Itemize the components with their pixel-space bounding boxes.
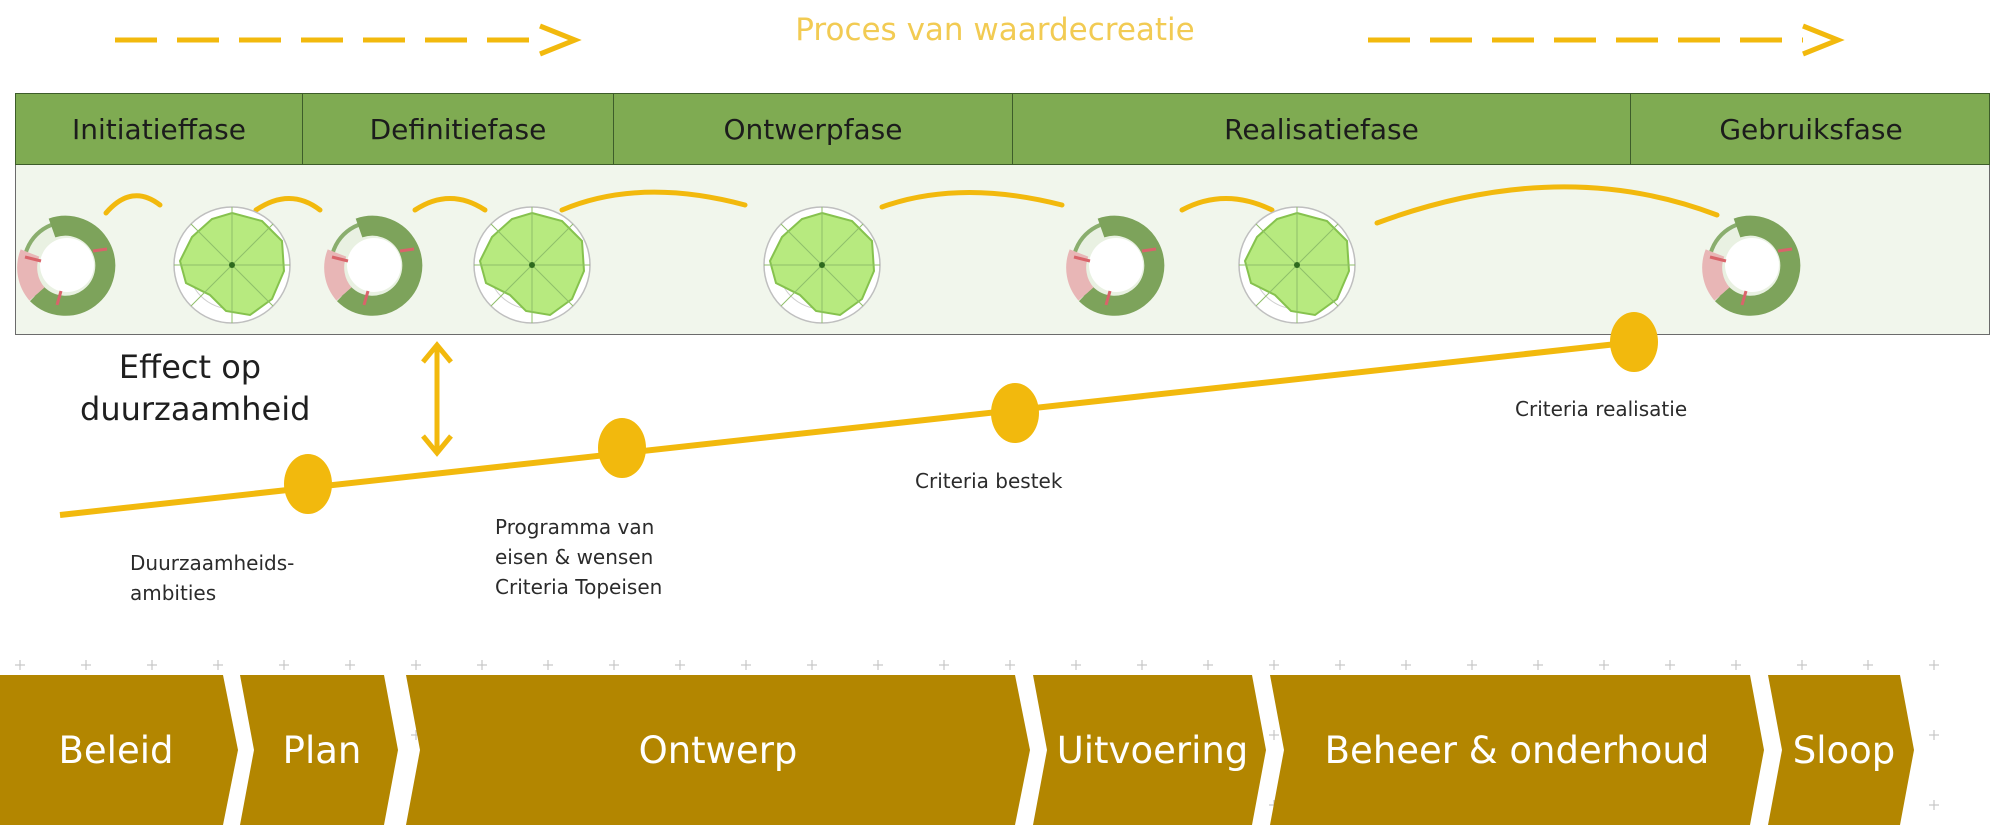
chevron-sloop [1768, 675, 1914, 825]
circular-ring-icon [1073, 222, 1159, 308]
effect-line-layer [59, 312, 1658, 518]
transition-arc [412, 196, 488, 213]
chevron-beleid [0, 675, 238, 825]
effect-label: Effect op duurzaamheid [80, 348, 311, 428]
dashed-arrow-left [115, 23, 582, 57]
circular-ring-icon [24, 222, 110, 308]
phase-gebruiksfase: Gebruiksfase [1630, 94, 1990, 164]
lifecycle-label-uitvoering: Uitvoering [1056, 728, 1249, 772]
transition-arcs [103, 184, 1720, 226]
lifecycle-chevrons [0, 675, 1914, 825]
milestone-label-bestek: Criteria bestek [915, 469, 1063, 493]
transition-arc [253, 196, 323, 213]
lifecycle-label-ontwerp: Ontwerp [638, 728, 798, 772]
transition-arc [1179, 196, 1275, 213]
process-title: Proces van waardecreatie [795, 12, 1195, 48]
transition-arc [103, 193, 163, 216]
milestone-marker [991, 383, 1039, 443]
chevron-uitvoering [1033, 675, 1266, 825]
lifecycle-label-plan: Plan [282, 728, 362, 772]
lifecycle-label-beheer: Beheer & onderhoud [1324, 728, 1710, 772]
phase-initiatieffase: Initiatieffase [72, 112, 246, 146]
phase-realisatiefase: Realisatiefase [1012, 94, 1630, 164]
chevron-plan [240, 675, 398, 825]
phase-ontwerpfase: Ontwerpfase [613, 94, 1012, 164]
double-arrow-icon [421, 341, 453, 457]
circular-ring-icon [1709, 222, 1795, 308]
milestone-label-programma: Programma van eisen & wensen Criteria To… [495, 515, 663, 599]
lifecycle-label-beleid: Beleid [58, 728, 174, 772]
phase-icons-layer [0, 184, 1990, 324]
phase-definitiefase: Definitiefase [302, 94, 613, 164]
dashed-arrow-right [1368, 23, 1845, 57]
transition-arc [559, 189, 748, 213]
milestone-marker [284, 454, 332, 514]
milestone-marker [1610, 312, 1658, 372]
transition-arc [879, 190, 1065, 210]
chevron-ontwerp [406, 675, 1030, 825]
milestone-marker [598, 418, 646, 478]
lifecycle-label-sloop: Sloop [1792, 728, 1896, 772]
phase-bar: Initiatieffase Definitiefase Ontwerpfase… [15, 93, 1990, 165]
header-arrows [115, 23, 1845, 57]
milestone-label-realisatie: Criteria realisatie [1515, 397, 1688, 421]
milestone-label-ambities: Duurzaamheids- ambities [130, 551, 295, 605]
chevron-beheer [1270, 675, 1764, 825]
circular-ring-icon [331, 222, 417, 308]
transition-arc [1374, 184, 1720, 226]
